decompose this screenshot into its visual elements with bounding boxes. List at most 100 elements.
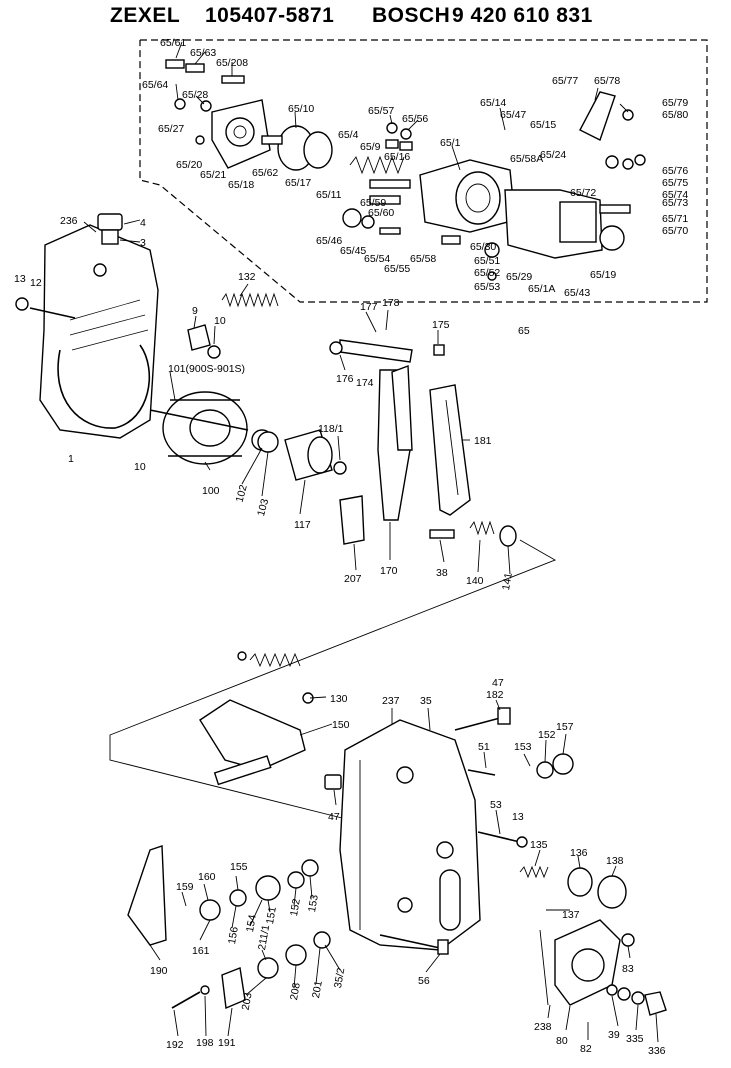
callout: 65/24: [540, 149, 566, 161]
callout: 65/64: [142, 79, 168, 91]
callout: 65/79: [662, 97, 688, 109]
callout: 56: [418, 975, 430, 987]
callout: 65/72: [570, 187, 596, 199]
bolt-182: [454, 707, 511, 731]
callout: 47: [328, 811, 340, 823]
callout: 192: [166, 1039, 184, 1051]
filler-plug-4: [97, 213, 123, 245]
callout: 65/75: [662, 177, 688, 189]
callout: 65/46: [316, 235, 342, 247]
callout: 103: [255, 497, 271, 517]
callout: 65/28: [182, 89, 208, 101]
callout: 83: [622, 963, 634, 975]
zexel-part-number: 105407-5871: [205, 4, 335, 27]
callout: 47: [492, 677, 504, 689]
callout: 160: [198, 871, 216, 883]
callout: 65/9: [360, 141, 381, 153]
callout: 102: [234, 483, 250, 503]
callout: 155: [230, 861, 248, 873]
callout: 207: [344, 573, 362, 585]
callout: 65/80: [662, 109, 688, 121]
callout: 65/76: [662, 165, 688, 177]
callout: 65/15: [530, 119, 556, 131]
callout: 161: [192, 945, 210, 957]
callout: 208: [288, 982, 303, 1001]
callout: 35: [420, 695, 432, 707]
tensioning-lever-170: [377, 365, 413, 521]
spring-65-9: [349, 139, 413, 175]
callout: 65/21: [200, 169, 226, 181]
callout: 65/30: [470, 241, 496, 253]
callout: 65/57: [368, 105, 394, 117]
callout: 154: [244, 914, 259, 933]
callout: 176: [336, 373, 354, 385]
brand-bosch: BOSCH: [372, 4, 451, 27]
callout: 157: [556, 721, 574, 733]
cover-plate-80: [539, 919, 621, 1006]
callout: 10: [214, 315, 226, 327]
callout: 177: [360, 301, 378, 313]
callout: 65/71: [662, 213, 688, 225]
brand-zexel: ZEXEL: [110, 4, 181, 27]
callout: 65/78: [594, 75, 620, 87]
callout: 130: [330, 693, 348, 705]
callout: 65/14: [480, 97, 506, 109]
callout: 80: [556, 1035, 568, 1047]
callout: 65/74: [662, 189, 688, 201]
piston-65-10: [261, 125, 333, 171]
callout: 65/51: [474, 255, 500, 267]
callout: 65/54: [364, 253, 390, 265]
callout: 190: [150, 965, 168, 977]
callout: 336: [648, 1045, 666, 1057]
callout: 65/17: [285, 177, 311, 189]
callout: 198: [196, 1037, 214, 1049]
callout: 152: [288, 898, 303, 917]
callout: 51: [478, 741, 490, 753]
callout: 238: [534, 1021, 552, 1033]
shaft-parts-201: [257, 931, 331, 979]
callout: 174: [356, 377, 374, 389]
callout: 182: [486, 689, 504, 701]
callout: 65/53: [474, 281, 500, 293]
screw-53: [477, 831, 528, 848]
callout: 65: [518, 325, 530, 337]
callout: 152: [538, 729, 556, 741]
callout: 65/1: [440, 137, 461, 149]
adjusting-screw-136: [519, 865, 627, 909]
callout: 12: [30, 277, 42, 289]
flyweight-assembly-100: [149, 391, 249, 465]
bosch-part-number: 9 420 610 831: [452, 4, 593, 27]
spring-132: [221, 292, 279, 308]
callout: 65/63: [190, 47, 216, 59]
callout: 65/16: [384, 151, 410, 163]
callout: 65/58: [410, 253, 436, 265]
bolt-12: [15, 297, 76, 319]
callout: 82: [580, 1043, 592, 1055]
callout: 237: [382, 695, 400, 707]
callout: 118/1: [318, 423, 344, 435]
callout: 65/77: [552, 75, 578, 87]
callout: 65/45: [340, 245, 366, 257]
callout: 140: [466, 575, 484, 587]
callout: 178: [382, 297, 400, 309]
callout: 141: [500, 572, 515, 591]
callout: 170: [380, 565, 398, 577]
callout: 3: [140, 237, 146, 249]
callout: 201: [310, 980, 325, 999]
subassembly-65-boundary: [139, 39, 708, 303]
bracket-9: [187, 324, 221, 359]
callout: 137: [562, 909, 580, 921]
sleeve-117: [284, 429, 347, 481]
callout: 65/4: [338, 129, 359, 141]
callout: 65/29: [506, 271, 532, 283]
diaphragm-housing-65-1a: [504, 189, 625, 259]
callout: 153: [306, 894, 321, 913]
callout: 151: [264, 906, 279, 925]
callout: 65/27: [158, 123, 184, 135]
lever-174: [329, 339, 445, 363]
callout: 136: [570, 847, 588, 859]
callout: 211/1: [256, 924, 272, 951]
sleeve-102: [251, 429, 279, 453]
lever-shaft-150: [199, 699, 306, 786]
